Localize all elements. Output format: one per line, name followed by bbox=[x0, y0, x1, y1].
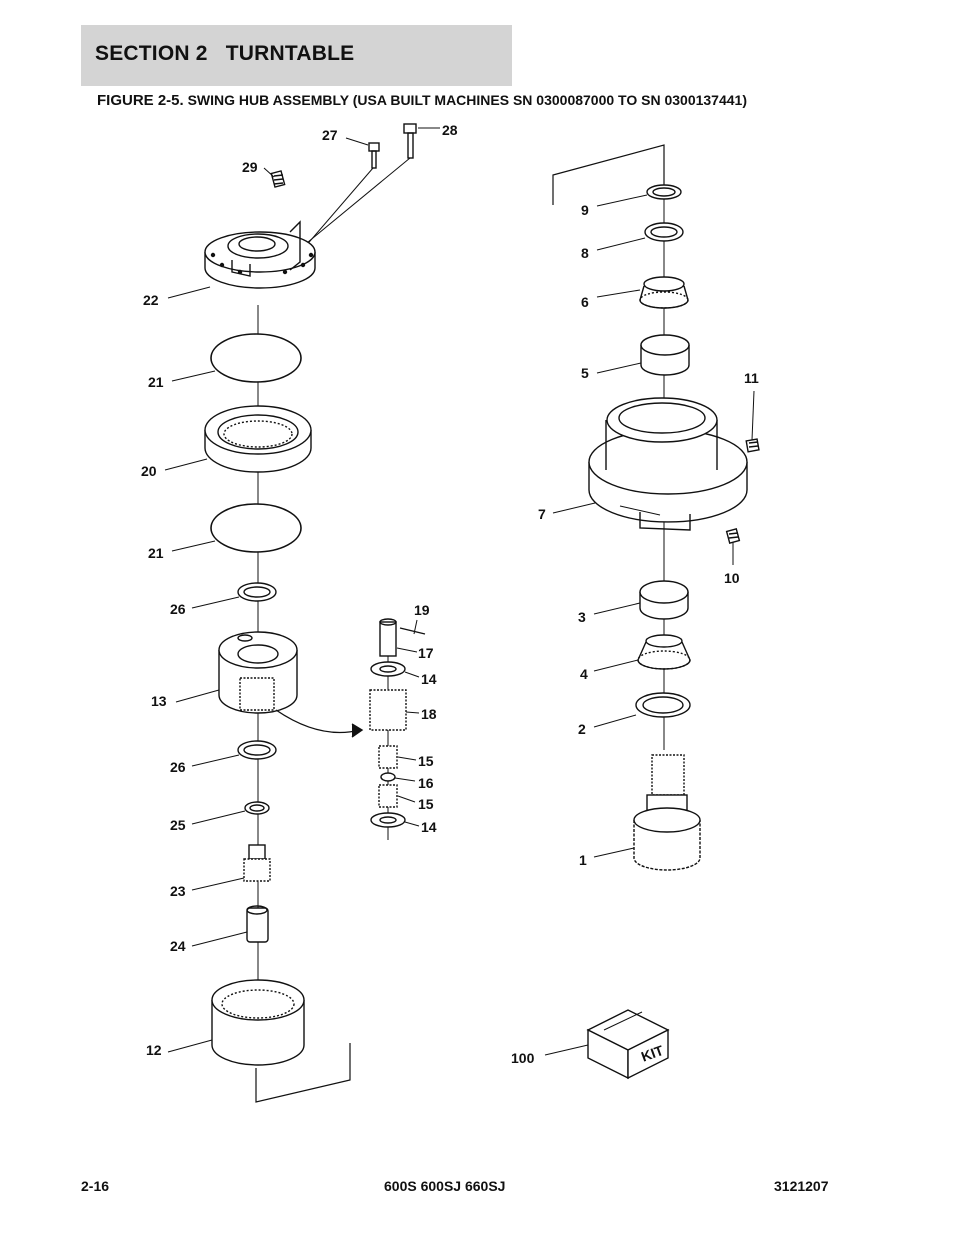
leader-lines bbox=[164, 127, 755, 1056]
spacer-16 bbox=[380, 772, 396, 782]
callout: 20 bbox=[141, 463, 157, 479]
section-title: SECTION 2 TURNTABLE bbox=[95, 42, 355, 65]
callout: 24 bbox=[170, 938, 186, 954]
figure-caption: SWING HUB ASSEMBLY (USA BUILT MACHINES S… bbox=[183, 92, 747, 108]
callout: 13 bbox=[151, 693, 167, 709]
o-ring-21-upper bbox=[210, 333, 302, 383]
seal-8 bbox=[644, 222, 684, 242]
figure-number: FIGURE 2-5. bbox=[97, 92, 184, 109]
ring-gear-12 bbox=[211, 979, 305, 1066]
callout-numbers: 27 28 29 22 21 20 21 26 13 26 25 23 24 1… bbox=[141, 122, 759, 1066]
callout: 11 bbox=[744, 370, 759, 386]
callout: 12 bbox=[146, 1042, 162, 1058]
callout: 3 bbox=[578, 609, 586, 625]
thrust-washer-26-upper bbox=[237, 582, 277, 602]
kit-box-100 bbox=[586, 1009, 670, 1080]
callout: 100 bbox=[511, 1050, 535, 1066]
setscrew-10 bbox=[725, 528, 741, 544]
bearing-cone-4 bbox=[637, 634, 691, 670]
callout: 21 bbox=[148, 545, 164, 561]
callout: 10 bbox=[724, 570, 740, 586]
washer-14-lower bbox=[370, 812, 406, 828]
o-ring-21-lower bbox=[210, 503, 302, 553]
snap-ring-9 bbox=[646, 184, 682, 200]
figure-title: FIGURE 2-5. SWING HUB ASSEMBLY (USA BUIL… bbox=[97, 92, 747, 109]
callout: 6 bbox=[581, 294, 589, 310]
seal-2 bbox=[635, 692, 691, 718]
callout: 25 bbox=[170, 817, 186, 833]
callout: 29 bbox=[242, 159, 258, 175]
callout: 16 bbox=[418, 775, 434, 791]
footer-models: 600S 600SJ 660SJ bbox=[384, 1178, 506, 1194]
callout: 28 bbox=[442, 122, 458, 138]
washer-14-upper bbox=[370, 661, 406, 677]
footer-doc-number: 3121207 bbox=[774, 1178, 829, 1194]
callout: 19 bbox=[414, 602, 430, 618]
bearing-15-upper bbox=[378, 745, 398, 769]
callout: 4 bbox=[580, 666, 588, 682]
bolt-27 bbox=[368, 142, 380, 169]
hub-7 bbox=[588, 397, 748, 531]
callout: 18 bbox=[421, 706, 437, 722]
sun-gear-23 bbox=[243, 844, 271, 882]
callout: 9 bbox=[581, 202, 589, 218]
callout: 15 bbox=[418, 796, 434, 812]
callout: 14 bbox=[421, 671, 437, 687]
callout: 5 bbox=[581, 365, 589, 381]
callout: 23 bbox=[170, 883, 186, 899]
section-header: SECTION 2 TURNTABLE bbox=[81, 25, 512, 86]
spacer-24 bbox=[246, 905, 269, 943]
bearing-cone-6 bbox=[639, 276, 689, 309]
bearing-cup-5 bbox=[640, 334, 690, 376]
pin-19 bbox=[399, 627, 426, 635]
planet-gear-18 bbox=[369, 689, 407, 731]
cover-22 bbox=[204, 220, 316, 289]
setscrew-29 bbox=[270, 170, 286, 188]
shaft-17 bbox=[379, 618, 397, 657]
callout: 17 bbox=[418, 645, 434, 661]
callout: 1 bbox=[579, 852, 587, 868]
callout: 21 bbox=[148, 374, 164, 390]
callout: 22 bbox=[143, 292, 159, 308]
kit-box-label: KIT bbox=[639, 1042, 666, 1065]
ring-gear-20 bbox=[204, 405, 312, 473]
callout: 26 bbox=[170, 601, 186, 617]
callout: 7 bbox=[538, 506, 546, 522]
callout: 8 bbox=[581, 245, 589, 261]
callout: 2 bbox=[578, 721, 586, 737]
callout: 15 bbox=[418, 753, 434, 769]
callout: 26 bbox=[170, 759, 186, 775]
callout: 14 bbox=[421, 819, 437, 835]
bearing-cup-3 bbox=[639, 580, 689, 620]
setscrew-11 bbox=[745, 438, 760, 453]
pinion-shaft-1 bbox=[633, 754, 701, 871]
callout: 27 bbox=[322, 127, 338, 143]
footer-page-number: 2-16 bbox=[81, 1178, 110, 1194]
thrust-washer-26-lower bbox=[237, 740, 277, 760]
carrier-13 bbox=[218, 631, 298, 714]
bearing-15-lower bbox=[378, 784, 398, 808]
bolt-28 bbox=[403, 123, 417, 159]
washer-25 bbox=[244, 801, 270, 815]
